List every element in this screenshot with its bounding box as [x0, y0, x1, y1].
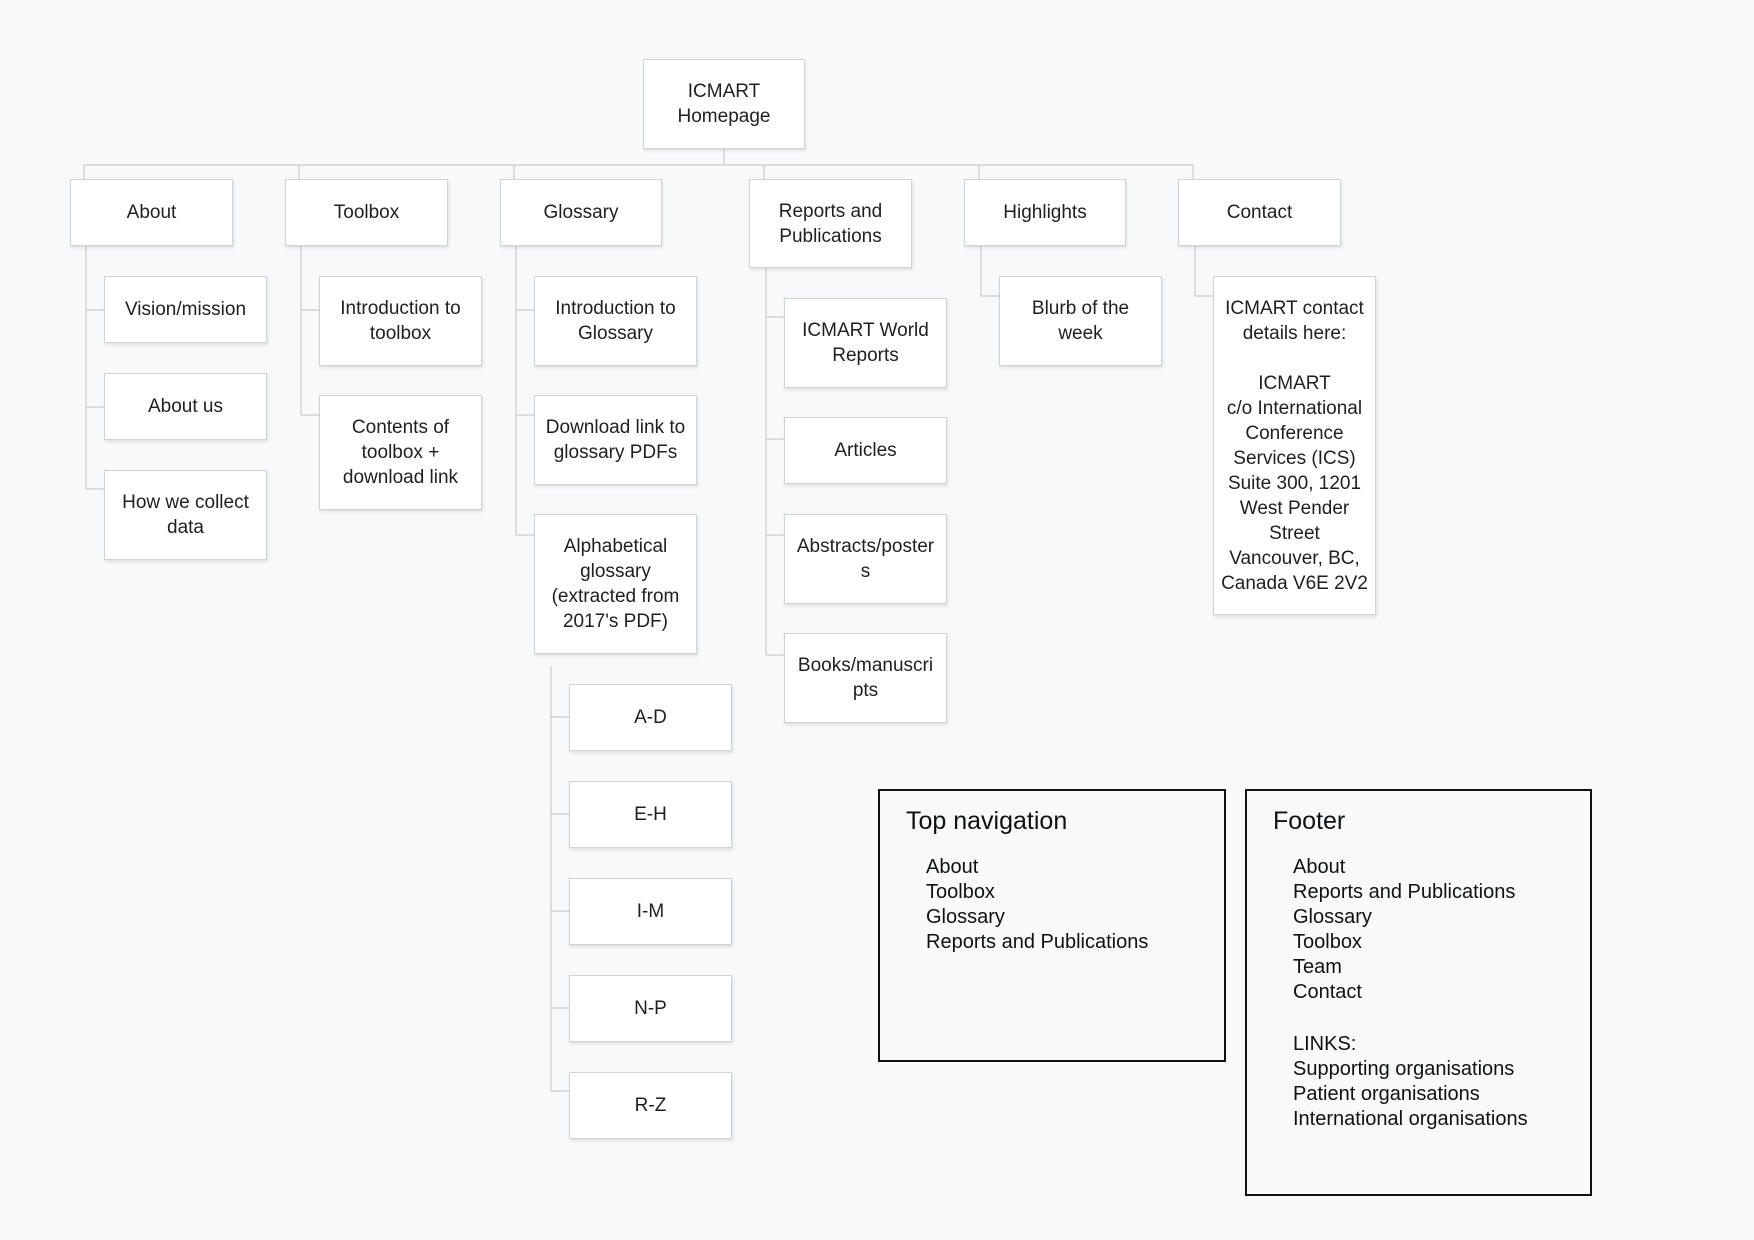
footer-panel: Footer About Reports and Publications Gl… [1245, 789, 1592, 1196]
node-vision-mission: Vision/mission [104, 276, 267, 343]
node-alphabetical-glossary: Alphabetical glossary (extracted from 20… [534, 514, 697, 654]
top-navigation-item: Reports and Publications [926, 931, 1149, 953]
top-navigation-title: Top navigation [906, 807, 1068, 835]
node-i-m: I-M [569, 878, 732, 945]
node-contents-of-toolbox: Contents of toolbox + download link [319, 395, 482, 510]
node-introduction-to-glossary: Introduction to Glossary [534, 276, 697, 366]
node-a-d: A-D [569, 684, 732, 751]
footer-links-heading: LINKS: [1293, 1033, 1357, 1055]
node-introduction-to-toolbox: Introduction to toolbox [319, 276, 482, 366]
top-navigation-item: Toolbox [926, 881, 995, 903]
footer-item: Glossary [1293, 906, 1372, 928]
footer-item: Toolbox [1293, 931, 1362, 953]
top-navigation-item: Glossary [926, 906, 1005, 928]
node-e-h: E-H [569, 781, 732, 848]
node-icmart-world-reports: ICMART World Reports [784, 298, 947, 388]
footer-link: Supporting organisations [1293, 1058, 1515, 1080]
node-about: About [70, 179, 233, 246]
node-about-us: About us [104, 373, 267, 440]
footer-item: About [1293, 856, 1346, 878]
top-navigation-panel: Top navigation About Toolbox Glossary Re… [878, 789, 1226, 1062]
node-toolbox: Toolbox [285, 179, 448, 246]
node-reports-and-publications: Reports and Publications [749, 179, 912, 268]
node-download-link-to-glossary-pdfs: Download link to glossary PDFs [534, 395, 697, 485]
node-n-p: N-P [569, 975, 732, 1042]
footer-list: About Reports and Publications Glossary … [1293, 855, 1528, 1132]
node-blurb-of-the-week: Blurb of the week [999, 276, 1162, 366]
footer-title: Footer [1273, 807, 1346, 835]
node-highlights: Highlights [964, 179, 1126, 246]
node-icmart-homepage: ICMART Homepage [643, 59, 805, 149]
node-contact: Contact [1178, 179, 1341, 246]
node-contact-details: ICMART contact details here: ICMART c/o … [1213, 276, 1376, 615]
footer-link: Patient organisations [1293, 1083, 1480, 1105]
node-articles: Articles [784, 417, 947, 484]
footer-item: Contact [1293, 981, 1362, 1003]
node-r-z: R-Z [569, 1072, 732, 1139]
top-navigation-list: About Toolbox Glossary Reports and Publi… [926, 855, 1148, 955]
node-abstracts-posters: Abstracts/poster s [784, 514, 947, 604]
footer-item: Team [1293, 956, 1342, 978]
node-books-manuscripts: Books/manuscri pts [784, 633, 947, 723]
footer-spacer [1293, 1005, 1528, 1032]
node-glossary: Glossary [500, 179, 662, 246]
node-how-we-collect-data: How we collect data [104, 470, 267, 560]
footer-link: International organisations [1293, 1108, 1528, 1130]
footer-item: Reports and Publications [1293, 881, 1516, 903]
top-navigation-item: About [926, 856, 979, 878]
